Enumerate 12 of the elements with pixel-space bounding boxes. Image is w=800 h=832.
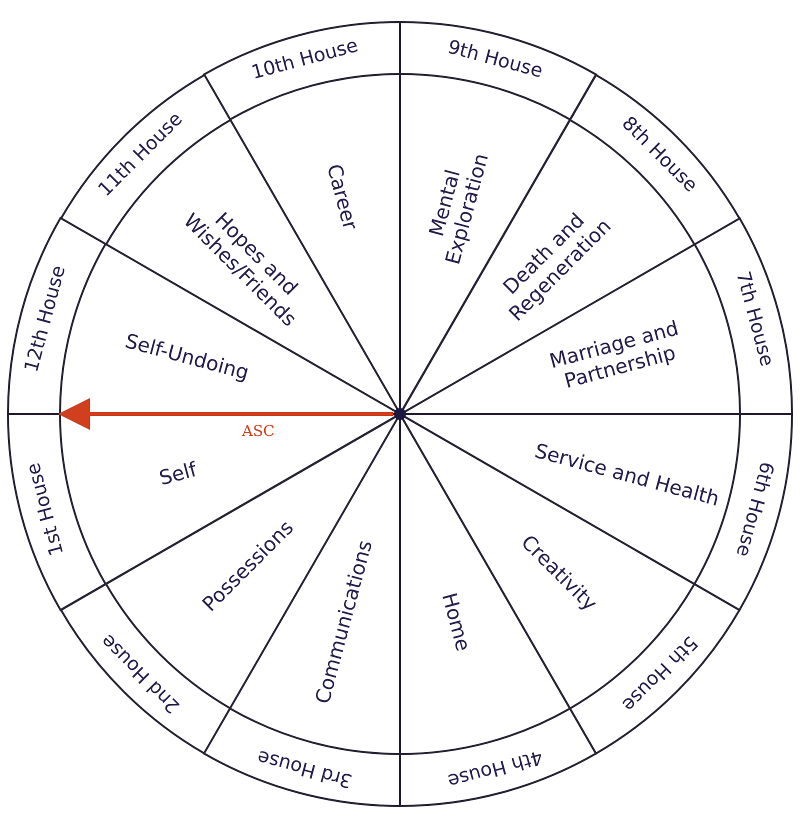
house-meaning: Career <box>321 160 364 234</box>
house-meaning: Service and Health <box>531 438 723 512</box>
house-name: 7th House <box>730 270 777 370</box>
house-name: 3rd House <box>255 744 356 791</box>
house-name: 9th House <box>444 37 544 84</box>
house-meaning: Home <box>436 588 476 656</box>
house-name: 10th House <box>250 36 361 86</box>
house-name: 1st House <box>24 460 70 558</box>
house-name: 4th House <box>444 744 544 791</box>
house-name: 6th House <box>730 458 777 558</box>
house-name: 12th House <box>22 264 72 375</box>
house-meaning: Self <box>155 456 200 492</box>
